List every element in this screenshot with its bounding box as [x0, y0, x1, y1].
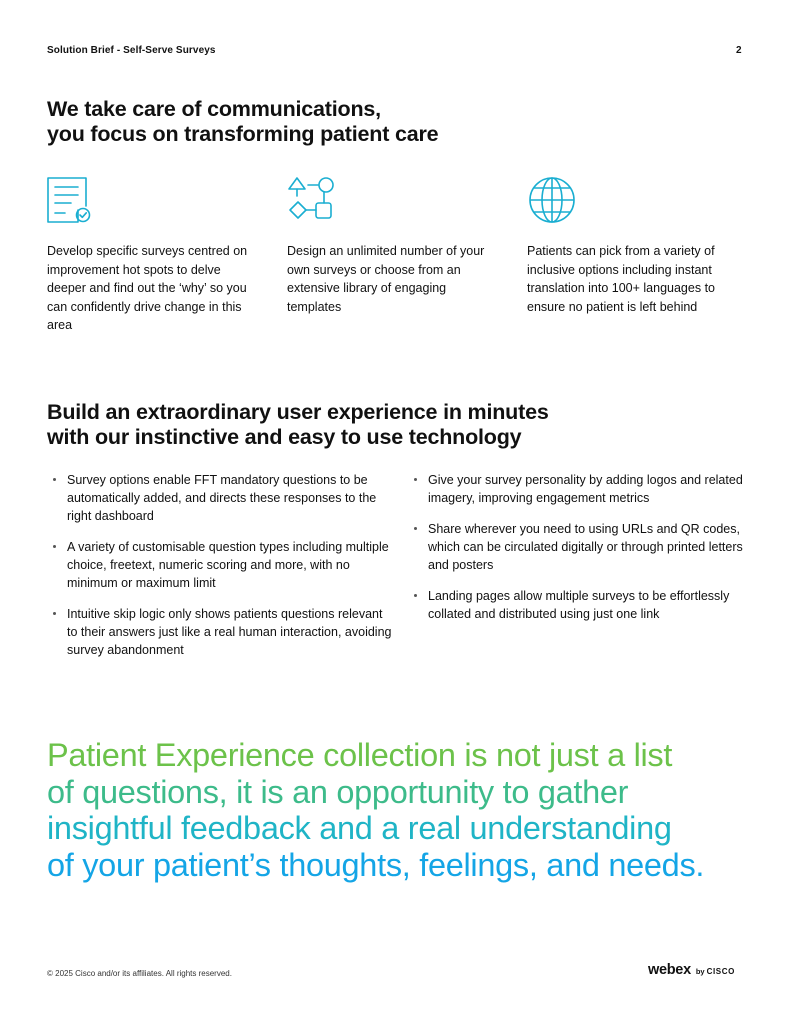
bullet-list-left: Survey options enable FFT mandatory ques… — [47, 471, 392, 672]
list-item: A variety of customisable question types… — [47, 538, 392, 592]
list-item-text: A variety of customisable question types… — [67, 540, 389, 590]
bullet-dot-icon — [414, 527, 417, 530]
feature-text-templates: Design an unlimited number of your own s… — [287, 244, 485, 314]
bullet-dot-icon — [53, 545, 56, 548]
list-item: Give your survey personality by adding l… — [408, 471, 743, 507]
bullet-dot-icon — [53, 612, 56, 615]
bullet-dot-icon — [53, 478, 56, 481]
feature-text-translation: Patients can pick from a variety of incl… — [527, 244, 715, 314]
section1-heading-line: you focus on transforming patient care — [47, 122, 439, 146]
webex-by-cisco-logo: webex by CISCO — [648, 962, 735, 978]
list-item-text: Intuitive skip logic only shows patients… — [67, 607, 392, 657]
list-item: Survey options enable FFT mandatory ques… — [47, 471, 392, 525]
section2-heading: Build an extraordinary user experience i… — [47, 400, 549, 450]
list-item: Intuitive skip logic only shows patients… — [47, 605, 392, 659]
page-number: 2 — [736, 45, 742, 56]
survey-checklist-icon — [47, 177, 91, 223]
list-item-text: Share wherever you need to using URLs an… — [428, 522, 743, 572]
list-item-text: Give your survey personality by adding l… — [428, 473, 743, 505]
bullet-dot-icon — [414, 594, 417, 597]
bullet-dot-icon — [414, 478, 417, 481]
feature-text-surveys: Develop specific surveys centred on impr… — [47, 244, 248, 332]
section1-heading: We take care of communications, you focu… — [47, 97, 439, 147]
list-item-text: Survey options enable FFT mandatory ques… — [67, 473, 377, 523]
list-item-text: Landing pages allow multiple surveys to … — [428, 589, 730, 621]
copyright-notice: © 2025 Cisco and/or its affiliates. All … — [47, 969, 232, 978]
pull-quote: Patient Experience collection is not jus… — [47, 737, 704, 883]
pull-quote-line: Patient Experience collection is not jus… — [47, 737, 673, 773]
shapes-flow-icon — [288, 177, 334, 219]
logo-cisco: CISCO — [706, 967, 735, 976]
pull-quote-line: insightful feedback and a real understan… — [47, 810, 672, 846]
list-item: Landing pages allow multiple surveys to … — [408, 587, 743, 623]
logo-by: by — [695, 967, 705, 976]
logo-webex: webex — [648, 962, 691, 978]
section2-heading-line: with our instinctive and easy to use tec… — [47, 425, 522, 449]
globe-icon — [529, 177, 575, 223]
section2-heading-line: Build an extraordinary user experience i… — [47, 400, 549, 424]
list-item: Share wherever you need to using URLs an… — [408, 520, 743, 574]
pull-quote-line: of questions, it is an opportunity to ga… — [47, 773, 629, 810]
document-title: Solution Brief - Self-Serve Surveys — [47, 45, 216, 56]
pull-quote-line: of your patient’s thoughts, feelings, an… — [47, 846, 705, 883]
section1-heading-line: We take care of communications, — [47, 97, 381, 121]
bullet-list-right: Give your survey personality by adding l… — [408, 471, 743, 636]
